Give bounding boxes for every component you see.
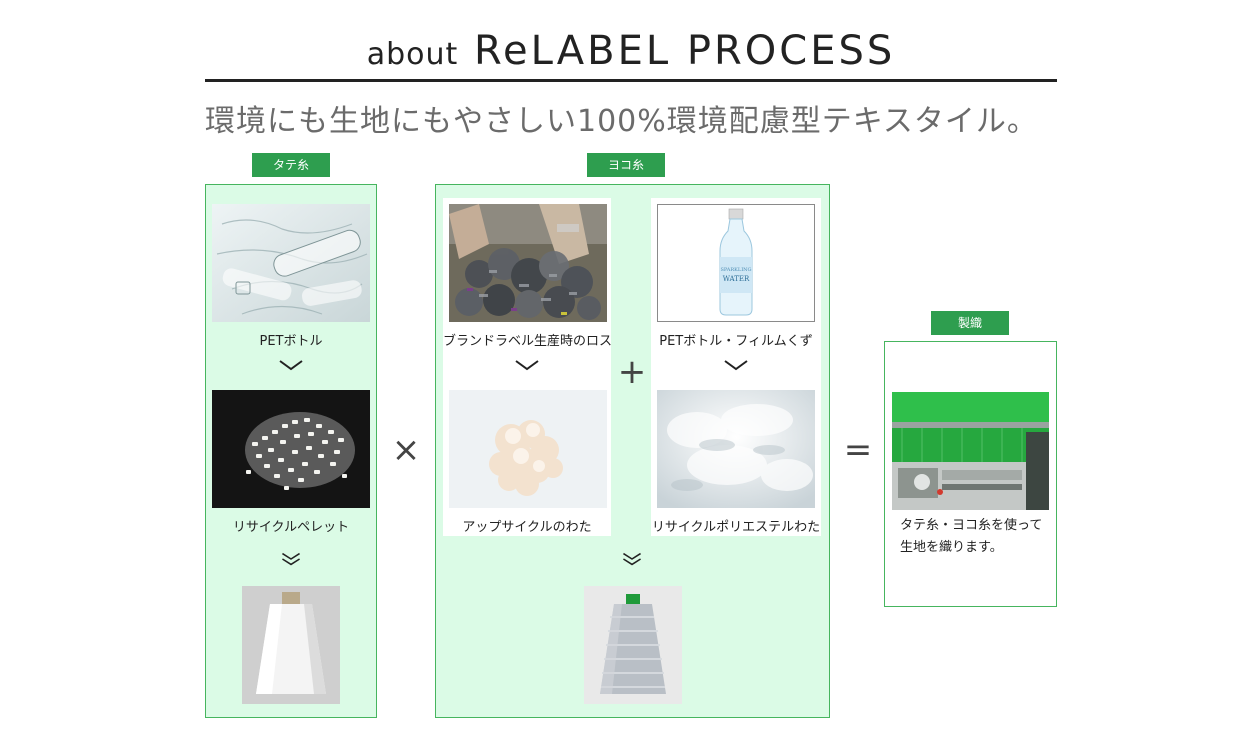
- bottle-label-text-1: SPARKLING: [720, 267, 751, 273]
- title-main: ReLABEL PROCESS: [474, 28, 896, 74]
- upcycled-cotton-photo: [449, 390, 607, 508]
- weft-right-step1-label: PETボトル・フィルムくず: [659, 334, 813, 349]
- recycled-pellets-photo: [212, 390, 370, 508]
- weft-right-step2-label: リサイクルポリエステルわた: [651, 520, 821, 535]
- weaving-desc-line2: 生地を織ります。: [900, 540, 1003, 555]
- weaving-desc-line1: タテ糸・ヨコ糸を使って: [900, 518, 1043, 533]
- chevron-down-icon: [515, 360, 539, 371]
- weft-left-step1-label: ブランドラベル生産時のロス: [443, 334, 613, 349]
- warp-tag: タテ糸: [252, 153, 330, 177]
- title-divider: [205, 79, 1057, 82]
- warp-step2-label: リサイクルペレット: [232, 520, 350, 535]
- grey-yarn-cone-photo: [584, 586, 682, 704]
- brand-label-scraps-photo: [449, 204, 607, 322]
- times-operator: ×: [391, 430, 421, 470]
- weft-left-step2-label: アップサイクルのわた: [462, 520, 592, 535]
- double-chevron-down-icon: [623, 552, 641, 566]
- weft-tag: ヨコ糸: [587, 153, 665, 177]
- weaving-description: タテ糸・ヨコ糸を使って 生地を織ります。: [900, 515, 1050, 559]
- page-title: about ReLABEL PROCESS: [205, 28, 1057, 74]
- chevron-down-icon: [724, 360, 748, 371]
- page-subtitle: 環境にも生地にもやさしい100%環境配慮型テキスタイル。: [205, 104, 1038, 139]
- white-yarn-cone-photo: [242, 586, 340, 704]
- plus-operator: +: [617, 352, 647, 392]
- weaving-loom-photo: [892, 392, 1049, 510]
- weaving-tag: 製織: [931, 311, 1009, 335]
- pet-bottle-water-photo: SPARKLING WATER: [657, 204, 815, 322]
- pet-bottles-photo: [212, 204, 370, 322]
- equals-operator: =: [843, 430, 873, 470]
- recycled-polyester-fiber-photo: [657, 390, 815, 508]
- warp-step1-label: PETボトル: [259, 334, 323, 349]
- title-about: about: [366, 37, 459, 72]
- double-chevron-down-icon: [282, 552, 300, 566]
- chevron-down-icon: [279, 360, 303, 371]
- bottle-label-text-2: WATER: [723, 275, 750, 283]
